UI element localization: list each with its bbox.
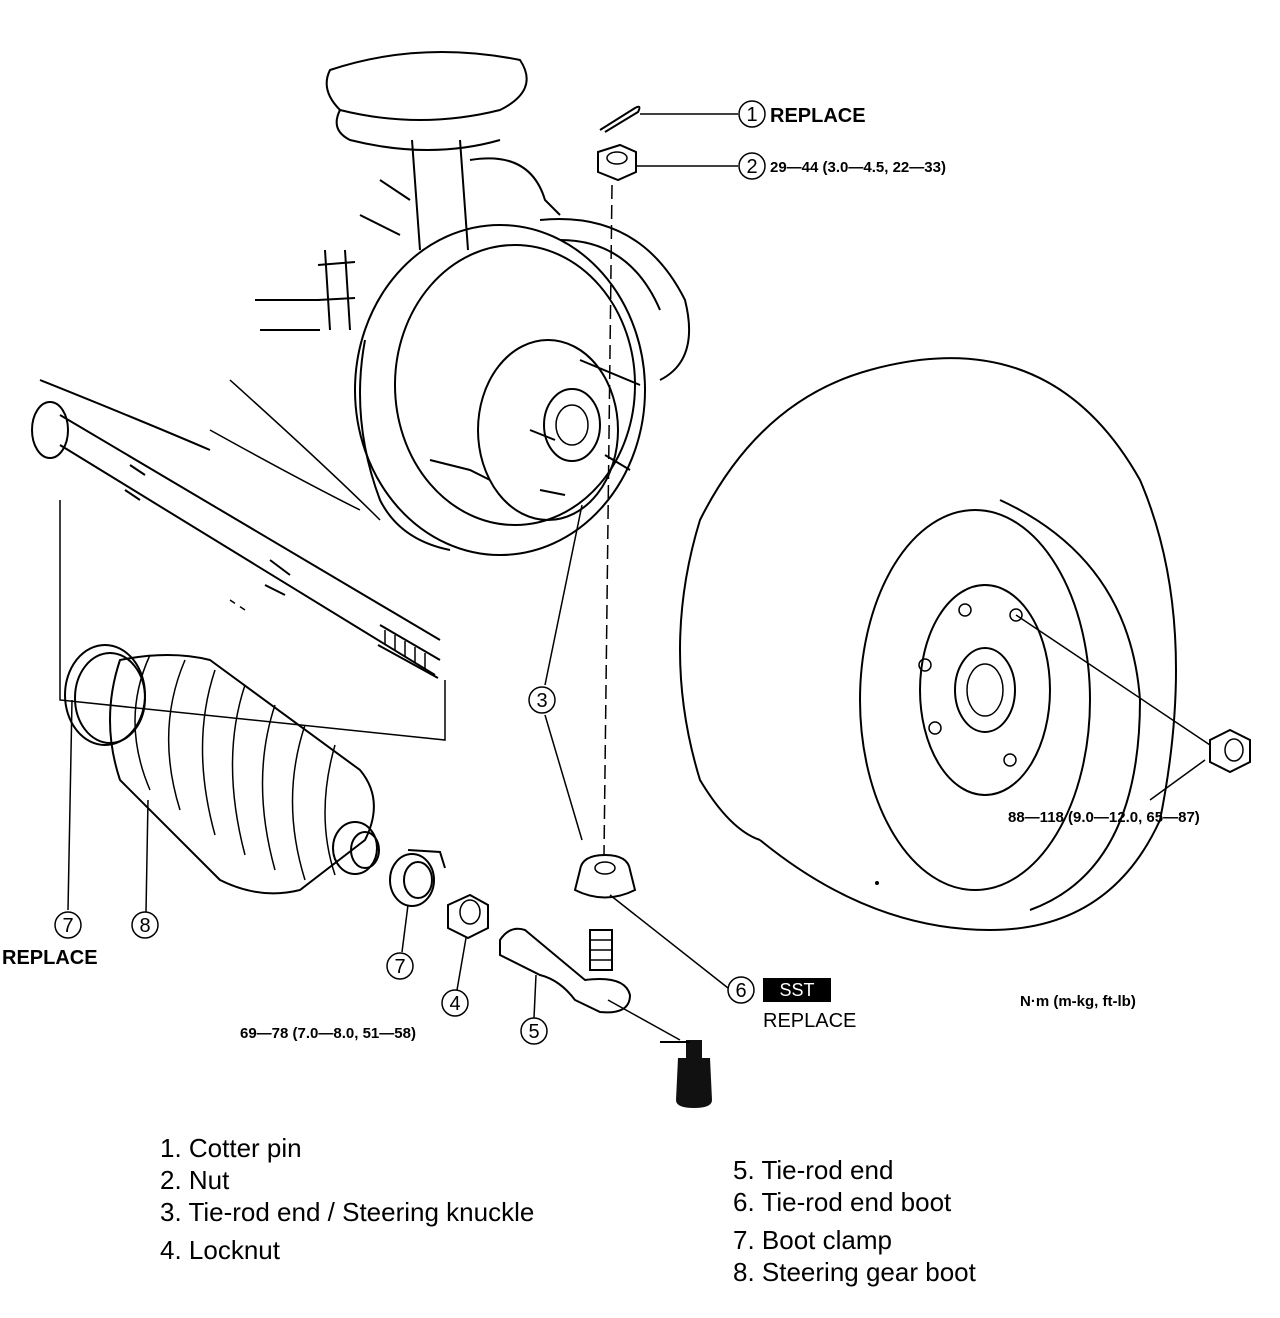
sst-badge-label: SST: [779, 980, 814, 1000]
grease-can-illustration: [660, 1040, 712, 1108]
wheel-nut-torque-spec: 88—118 (9.0—12.0, 65—87): [1008, 809, 1200, 826]
callout-text: REPLACE: [2, 947, 98, 969]
leader-lines: [67, 113, 1206, 1041]
callout-1: 1 REPLACE: [738, 100, 866, 128]
legend-right: 5. Tie-rod end 6. Tie-rod end boot 7. Bo…: [733, 1154, 976, 1288]
tie-rod-end-boot-illustration: [573, 853, 637, 899]
callout-3: 3: [528, 686, 556, 714]
callout-number: 6: [735, 980, 746, 1002]
callout-number: 7: [394, 956, 405, 978]
legend-item: 8. Steering gear boot: [733, 1257, 976, 1287]
steering-gear-boot-illustration: [64, 644, 380, 895]
strut-spring-illustration: [209, 51, 561, 521]
callout-number: 1: [746, 104, 757, 126]
callout-text: REPLACE: [763, 1010, 856, 1032]
legend-item: 4. Locknut: [160, 1235, 280, 1265]
steering-rack-illustration: [31, 379, 446, 741]
callout-text: REPLACE: [770, 105, 866, 127]
callout-5: 5: [520, 1017, 548, 1045]
locknut-illustration: [447, 893, 489, 940]
callout-number: 8: [139, 915, 150, 937]
sst-badge: [763, 978, 831, 1002]
wheel-nut-illustration: [1015, 614, 1251, 774]
callout-number: 3: [536, 690, 547, 712]
callout-number: 7: [62, 915, 73, 937]
callout-8: 8: [131, 911, 159, 939]
legend-item: 1. Cotter pin: [160, 1133, 302, 1163]
wheel-tire-illustration: [679, 357, 1177, 932]
boot-clamp-illustration: [389, 849, 446, 907]
torque-units: N·m (m-kg, ft-lb): [1020, 993, 1136, 1010]
tie-rod-end-illustration: [499, 927, 632, 1014]
callout-7-clamp: 7: [386, 952, 414, 980]
legend-left: 1. Cotter pin 2. Nut 3. Tie-rod end / St…: [160, 1132, 534, 1266]
torque-spec: 69—78 (7.0—8.0, 51—58): [240, 1025, 416, 1042]
cotter-pin-illustration: [599, 105, 641, 133]
callout-6: 6 SST REPLACE: [727, 976, 856, 1032]
callout-number: 2: [746, 156, 757, 178]
callout-7-left: 7 REPLACE: [2, 911, 98, 969]
legend-item: 3. Tie-rod end / Steering knuckle: [160, 1197, 535, 1227]
callout-2: 2 29—44 (3.0—4.5, 22—33): [738, 152, 946, 180]
callout-number: 4: [449, 993, 460, 1015]
torque-spec: 29—44 (3.0—4.5, 22—33): [770, 159, 946, 176]
legend-item: 6. Tie-rod end boot: [733, 1187, 952, 1217]
callout-4: 4 69—78 (7.0—8.0, 51—58): [240, 989, 469, 1042]
legend-item: 7. Boot clamp: [733, 1225, 892, 1255]
brake-disc-hub-illustration: [354, 218, 691, 556]
callout-number: 5: [528, 1021, 539, 1043]
legend-item: 2. Nut: [160, 1165, 230, 1195]
legend-item: 5. Tie-rod end: [733, 1155, 894, 1185]
castle-nut-illustration: [597, 143, 637, 182]
